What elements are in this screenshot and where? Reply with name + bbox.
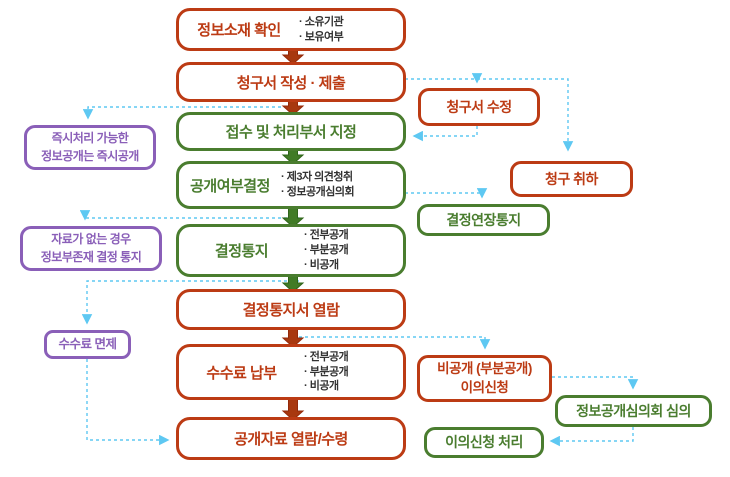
node-bullet-list: 전부공개 부분공개 비공개 (304, 350, 403, 395)
bullet-item: 전부공개 (304, 228, 399, 243)
node-edit-request: 청구서 수정 (418, 88, 540, 126)
bullet-item: 소유기관 (299, 15, 399, 30)
node-label: 즉시처리 가능한 정보공개는 즉시공개 (41, 131, 139, 163)
node-label: 자료가 없는 경우 정보부존재 결정 통지 (40, 232, 142, 264)
connector-junction-to-immediate (82, 106, 299, 120)
node-label: 공개여부결정 (190, 177, 270, 195)
node-fee-exemption-note: 수수료 면제 (44, 330, 131, 359)
node-receive-open-data: 공개자료 열람/수령 (176, 417, 406, 460)
node-bullet-list: 소유기관 보유여부 (299, 15, 403, 45)
connector-junction-to-fee-exempt (81, 280, 299, 325)
bullet-item: 부분공개 (304, 365, 399, 380)
connector-junction-to-objection (299, 336, 491, 350)
node-view-decision-notice: 결정통지서 열람 (176, 289, 406, 330)
node-label: 정보소재 확인 (197, 22, 281, 39)
bullet-item: 부분공개 (304, 243, 399, 258)
connector-submit-to-withdraw (405, 78, 574, 152)
connector-committee-to-objection-process (549, 427, 634, 447)
node-withdraw-request: 청구 취하 (510, 161, 633, 197)
flow-arrow-viewnotice-fee (281, 328, 305, 348)
flow-arrow-notice-viewnotice (281, 275, 305, 293)
bullet-item: 비공개 (304, 379, 399, 394)
bullet-item: 비공개 (304, 258, 399, 273)
connector-fee-exempt-to-receive-data (86, 359, 170, 446)
node-no-data-notice-note: 자료가 없는 경우 정보부존재 결정 통지 (20, 226, 162, 271)
node-pay-fee: 수수료 납부 전부공개 부분공개 비공개 (176, 344, 406, 400)
node-disclosure-decision: 공개여부결정 제3자 의견청취 정보공개심의회 (176, 161, 406, 209)
node-label: 수수료 면제 (58, 337, 117, 352)
node-label: 결정통지 (214, 243, 269, 260)
node-bullet-list: 제3자 의견청취 정보공개심의회 (281, 170, 403, 200)
node-committee-review: 정보공개심의회 심의 (555, 395, 712, 427)
node-immediate-disclosure-note: 즉시처리 가능한 정보공개는 즉시공개 (24, 125, 156, 170)
bullet-item: 보유여부 (299, 30, 399, 45)
node-label: 청구서 수정 (446, 98, 512, 115)
node-submit-request: 청구서 작성 · 제출 (176, 62, 406, 102)
node-label: 청구서 작성 · 제출 (236, 74, 346, 92)
connector-objection-to-committee (552, 376, 639, 390)
flow-arrow-fee-receivedata (281, 398, 305, 421)
bullet-item: 정보공개심의회 (281, 185, 399, 200)
node-label: 접수 및 처리부서 지정 (225, 124, 357, 141)
flow-arrow-decide-notice (281, 207, 305, 228)
node-bullet-list: 전부공개 부분공개 비공개 (304, 228, 403, 273)
connector-junction-to-nodata (79, 210, 299, 221)
node-label: 공개자료 열람/수령 (234, 431, 348, 448)
node-label: 결정통지서 열람 (242, 302, 340, 319)
node-label: 결정연장통지 (446, 211, 521, 228)
node-receive-assign-dept: 접수 및 처리부서 지정 (176, 112, 406, 151)
node-check-info-location: 정보소재 확인 소유기관 보유여부 (176, 8, 406, 51)
bullet-item: 전부공개 (304, 350, 399, 365)
node-label: 정보공개심의회 심의 (576, 402, 691, 419)
connector-edit-request-to-receive (412, 126, 478, 142)
node-label: 청구 취하 (545, 170, 598, 187)
bullet-item: 제3자 의견청취 (281, 170, 399, 185)
node-decision-notice: 결정통지 전부공개 부분공개 비공개 (176, 224, 406, 277)
node-label: 비공개 (부분공개) 이의신청 (437, 361, 532, 395)
node-objection-processing: 이의신청 처리 (424, 427, 544, 458)
node-objection-filing: 비공개 (부분공개) 이의신청 (417, 355, 552, 402)
node-label: 수수료 납부 (206, 364, 277, 382)
node-extension-notice: 결정연장통지 (417, 204, 550, 236)
connector-decide-to-extension (405, 188, 488, 199)
node-label: 이의신청 처리 (445, 434, 523, 451)
